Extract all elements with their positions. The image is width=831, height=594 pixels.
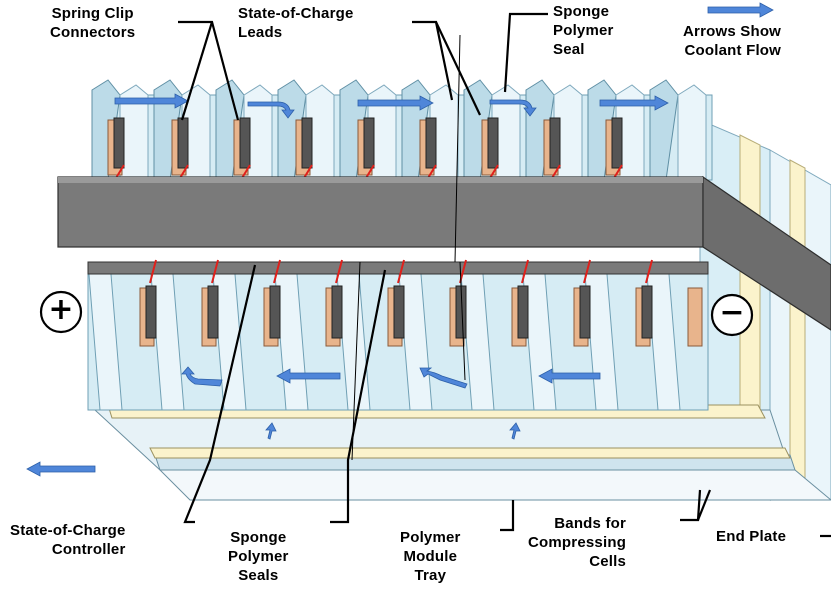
label-sponge-polymer-seals: Sponge Polymer Seals [228, 528, 289, 585]
negative-terminal-symbol: − [712, 295, 752, 331]
legend-arrow [708, 3, 773, 17]
label-end-plate: End Plate [716, 527, 786, 546]
label-sponge-polymer-seal: Sponge Polymer Seal [553, 2, 614, 59]
label-arrows-show-coolant-flow: Arrows Show Coolant Flow [683, 22, 781, 60]
label-polymer-module-tray: Polymer Module Tray [400, 528, 461, 585]
label-state-of-charge-leads: State-of-Charge Leads [238, 4, 354, 42]
label-bands-for-compressing-cells: Bands for Compressing Cells [528, 514, 626, 571]
positive-terminal-symbol: + [41, 292, 81, 328]
label-state-of-charge-controller: State-of-Charge Controller [10, 521, 126, 559]
upper-cells [108, 118, 622, 178]
label-spring-clip-connectors: Spring Clip Connectors [50, 4, 135, 42]
